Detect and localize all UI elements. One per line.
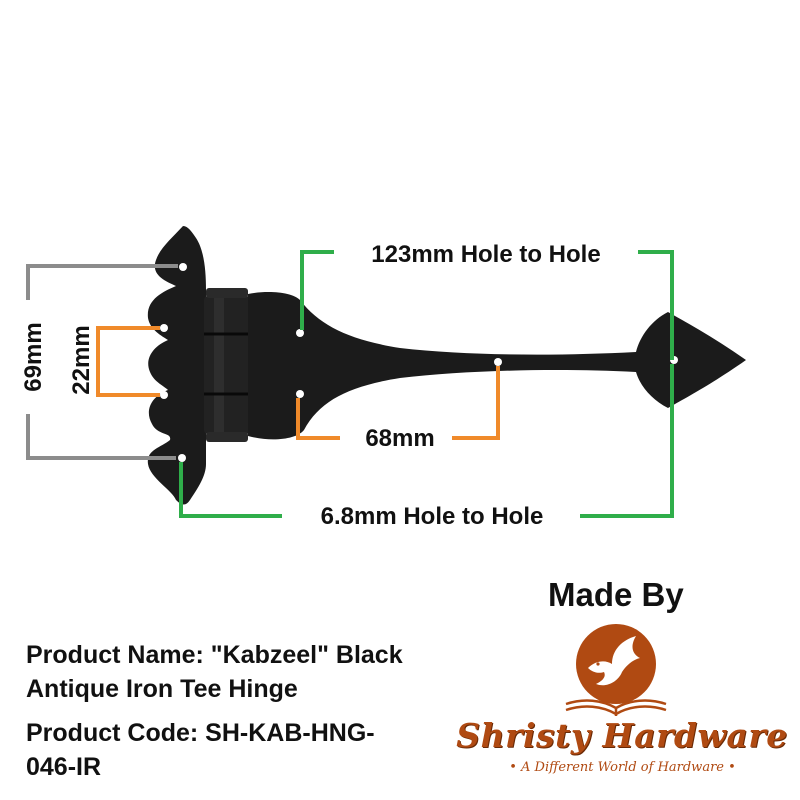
dimension-left-orange — [96, 326, 160, 397]
brand-emblem — [565, 624, 667, 716]
open-book-icon — [565, 699, 667, 716]
screw-hole — [178, 454, 186, 462]
hinge-leaf-plate — [147, 226, 206, 505]
dimension-left-gray-label: 69mm — [20, 322, 47, 391]
product-code-line2: 046-IR — [26, 753, 102, 781]
brand-tagline: • A Different World of Hardware • — [509, 760, 736, 775]
screw-hole — [160, 391, 168, 399]
screw-holes — [160, 263, 678, 462]
screw-hole — [160, 324, 168, 332]
dimension-bottom-label: 6.8mm Hole to Hole — [321, 503, 544, 530]
dimension-top-label: 123mm Hole to Hole — [371, 241, 600, 268]
dimension-left-gray — [26, 264, 178, 460]
screw-hole — [296, 329, 304, 337]
screw-hole — [494, 358, 502, 366]
product-code-line1: Product Code: SH-KAB-HNG- — [26, 719, 375, 747]
dove-icon — [588, 636, 640, 686]
product-name-line2: Antique Iron Tee Hinge — [26, 675, 298, 703]
dimension-top-green — [300, 250, 674, 360]
made-by-heading: Made By — [548, 576, 684, 613]
dimension-bottom-green — [179, 364, 674, 518]
hinge-knuckle — [204, 288, 250, 442]
screw-hole — [179, 263, 187, 271]
dimension-bottom-orange — [296, 366, 500, 440]
dimension-bottom-orange-label: 68mm — [365, 425, 434, 452]
product-name-line1: Product Name: "Kabzeel" Black — [26, 641, 403, 669]
screw-hole — [296, 390, 304, 398]
dimension-left-orange-label: 22mm — [68, 325, 95, 394]
brand-name: Shristy Hardware — [456, 716, 788, 755]
